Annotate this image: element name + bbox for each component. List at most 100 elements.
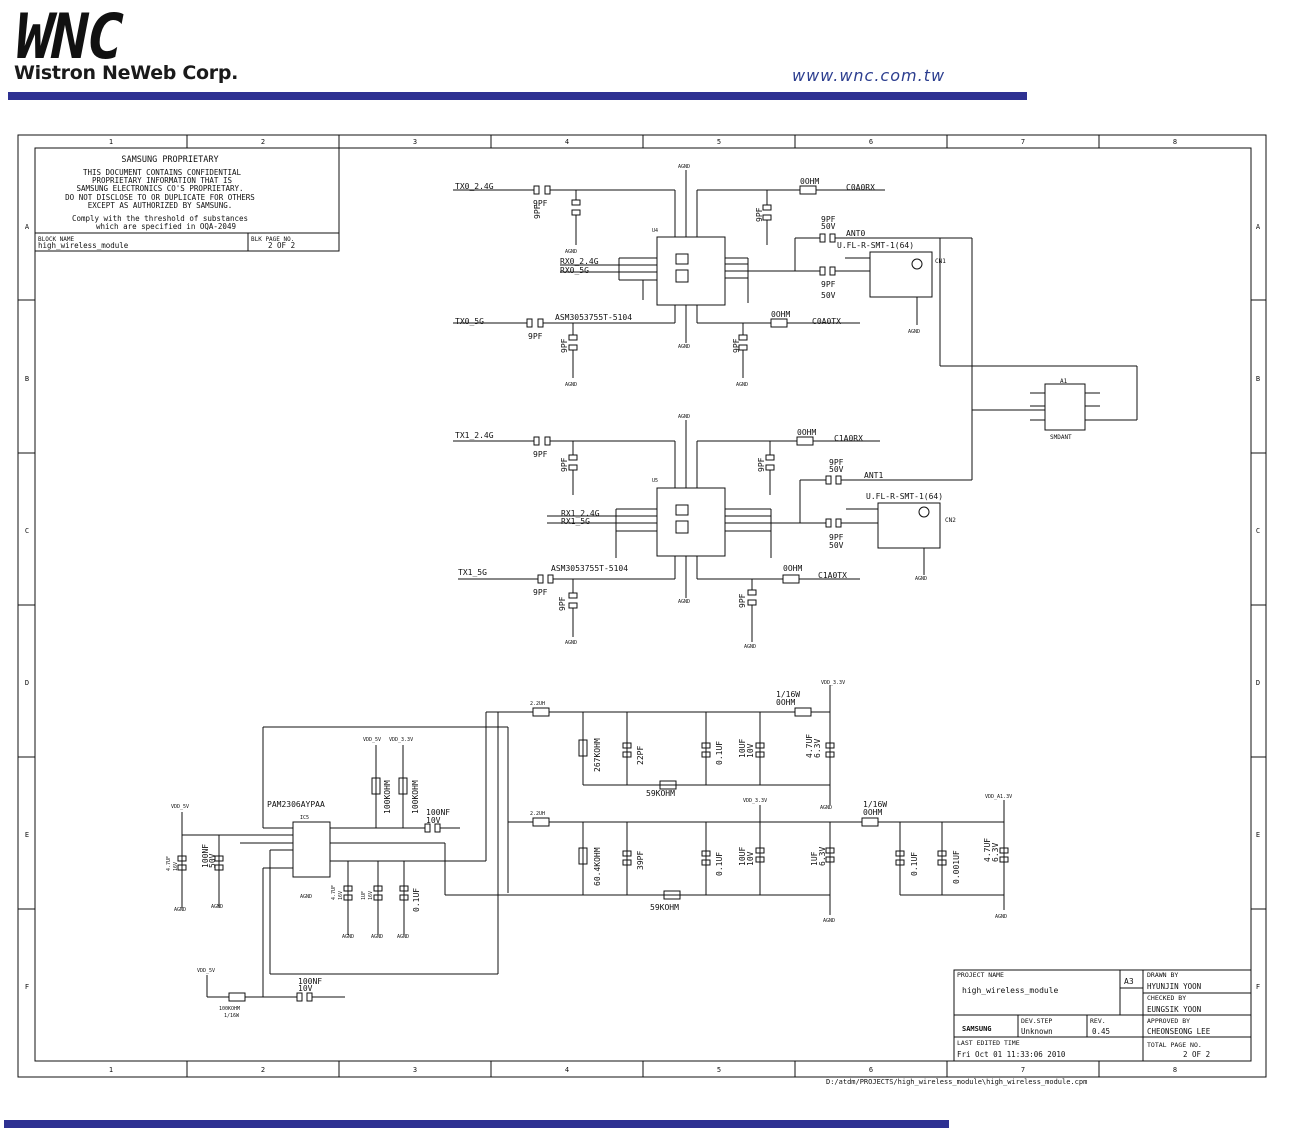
sheet-size: A3 bbox=[1124, 977, 1134, 986]
net-label: C0A0TX bbox=[812, 317, 841, 326]
power-net: VDD_5V bbox=[171, 804, 189, 810]
net-label: TX0_5G bbox=[455, 317, 484, 326]
cap-label: 22PF bbox=[636, 746, 645, 765]
power-net: VDD_3.3V bbox=[743, 798, 767, 804]
tb-label: DRAWN BY bbox=[1147, 971, 1178, 979]
tb-label: APPROVED BY bbox=[1147, 1017, 1190, 1025]
file-path: D:/atdm/PROJECTS/high_wireless_module\hi… bbox=[826, 1078, 1087, 1086]
row-label: A bbox=[1256, 223, 1261, 231]
cap-label: 4.7UF bbox=[166, 856, 172, 871]
notice-line: DO NOT DISCLOSE TO OR DUPLICATE FOR OTHE… bbox=[65, 193, 255, 202]
gnd-label: AGND bbox=[995, 914, 1007, 920]
cap-label: 9PF bbox=[533, 450, 548, 459]
cap-label: 10UF bbox=[738, 739, 747, 758]
cap-label: 9PF bbox=[757, 457, 766, 472]
tb-label: REV. bbox=[1090, 1017, 1106, 1025]
cap-label: 9PF bbox=[829, 533, 844, 542]
ic-part: PAM2306AYPAA bbox=[267, 800, 325, 809]
net-label: C1A0RX bbox=[834, 434, 863, 443]
res-label: 60.4KOHM bbox=[593, 847, 602, 886]
gnd-label: AGND bbox=[678, 414, 690, 420]
checked-by: EUNGSIK YOON bbox=[1147, 1005, 1201, 1014]
notice-title: SAMSUNG PROPRIETARY bbox=[121, 155, 218, 165]
power-net: VDD_5V bbox=[363, 737, 381, 743]
site-url[interactable]: www.wnc.com.tw bbox=[792, 66, 946, 85]
dev-step: Unknown bbox=[1021, 1027, 1053, 1036]
cap-label: 9PF bbox=[732, 338, 741, 353]
drawn-by: HYUNJIN YOON bbox=[1147, 982, 1201, 991]
cap-label: 10UF bbox=[738, 847, 747, 866]
project-name: high_wireless_module bbox=[962, 986, 1059, 995]
col-label: 7 bbox=[1021, 1066, 1025, 1074]
row-label: D bbox=[25, 679, 29, 687]
notice-line: EXCEPT AS AUTHORIZED BY SAMSUNG. bbox=[88, 201, 233, 210]
notice-box bbox=[34, 147, 340, 252]
tb-label: PROJECT NAME bbox=[957, 971, 1004, 979]
cap-label: 6.3V bbox=[991, 843, 1000, 862]
gnd-label: AGND bbox=[744, 644, 756, 650]
res-label: 59KOHM bbox=[646, 789, 675, 798]
net-label: RX1_5G bbox=[561, 517, 590, 526]
cap-label: 9PF bbox=[533, 204, 542, 219]
power-net: VDD_5V bbox=[197, 968, 215, 974]
net-label: ANT1 bbox=[864, 471, 883, 480]
notice-line: SAMSUNG ELECTRONICS CO'S PROPRIETARY. bbox=[76, 184, 243, 193]
cap-label: 9PF bbox=[821, 280, 836, 289]
cap-label: 50V bbox=[821, 222, 836, 231]
tb-label: TOTAL PAGE NO. bbox=[1147, 1041, 1202, 1049]
ic-part: ASM3053755T-5104 bbox=[551, 564, 628, 573]
conn-ref: CN2 bbox=[945, 517, 956, 524]
cap-label: 10V bbox=[298, 984, 313, 993]
gnd-label: AGND bbox=[397, 934, 409, 940]
col-label: 7 bbox=[1021, 138, 1025, 146]
col-label: 2 bbox=[261, 1066, 265, 1074]
title-block bbox=[953, 969, 1252, 1062]
conn-ref: CN1 bbox=[935, 258, 946, 265]
cap-label: 0.1UF bbox=[715, 741, 724, 765]
res-label: 100KOHM bbox=[219, 1006, 240, 1012]
col-label: 5 bbox=[717, 138, 721, 146]
diplexer-name: SMDANT bbox=[1050, 434, 1072, 441]
cap-label: 6.3V bbox=[813, 739, 822, 758]
notice-line: THIS DOCUMENT CONTAINS CONFIDENTIAL bbox=[83, 168, 242, 177]
cap-label: 4.7UF bbox=[331, 885, 337, 900]
cap-label: 50V bbox=[829, 541, 844, 550]
power-section bbox=[177, 685, 1009, 1002]
res-label: 0OHM bbox=[863, 808, 882, 817]
res-label: 0OHM bbox=[776, 698, 795, 707]
row-label: E bbox=[1256, 831, 1260, 839]
cap-label: 9PF bbox=[528, 332, 543, 341]
cap-label: 50V bbox=[829, 465, 844, 474]
col-label: 1 bbox=[109, 138, 113, 146]
cap-label: 9PF bbox=[533, 199, 548, 208]
row-label: E bbox=[25, 831, 29, 839]
row-label: C bbox=[1256, 527, 1260, 535]
diplexer-a1 bbox=[939, 238, 1138, 431]
col-label: 2 bbox=[261, 138, 265, 146]
col-label: 8 bbox=[1173, 1066, 1177, 1074]
gnd-label: AGND bbox=[300, 894, 312, 900]
power-net: VDD_3.3V bbox=[389, 737, 413, 743]
cap-label: 9PF bbox=[821, 215, 836, 224]
total-pages: 2 OF 2 bbox=[1183, 1050, 1210, 1059]
cap-label: 100NF bbox=[201, 844, 210, 868]
res-label: 1/16W bbox=[776, 690, 800, 699]
row-label: C bbox=[25, 527, 29, 535]
header-bar bbox=[8, 92, 1027, 100]
conn-part: U.FL-R-SMT-1(64) bbox=[837, 241, 914, 250]
cap-label: 50V bbox=[821, 291, 836, 300]
cap-label: 16V bbox=[368, 891, 374, 900]
ic-u4 bbox=[656, 236, 726, 306]
approved-by: CHEONSEONG LEE bbox=[1147, 1027, 1211, 1036]
inductor-label: 2.2UH bbox=[530, 811, 545, 817]
net-label: TX1_2.4G bbox=[455, 431, 494, 440]
ic-u5 bbox=[656, 487, 726, 557]
cap-label: 10V bbox=[746, 743, 755, 758]
cap-label: 4.7UF bbox=[983, 838, 992, 862]
cap-label: 9PF bbox=[560, 457, 569, 472]
col-label: 8 bbox=[1173, 138, 1177, 146]
gnd-label: AGND bbox=[211, 904, 223, 910]
conn-part: U.FL-R-SMT-1(64) bbox=[866, 492, 943, 501]
cap-label: 0.1UF bbox=[910, 852, 919, 876]
